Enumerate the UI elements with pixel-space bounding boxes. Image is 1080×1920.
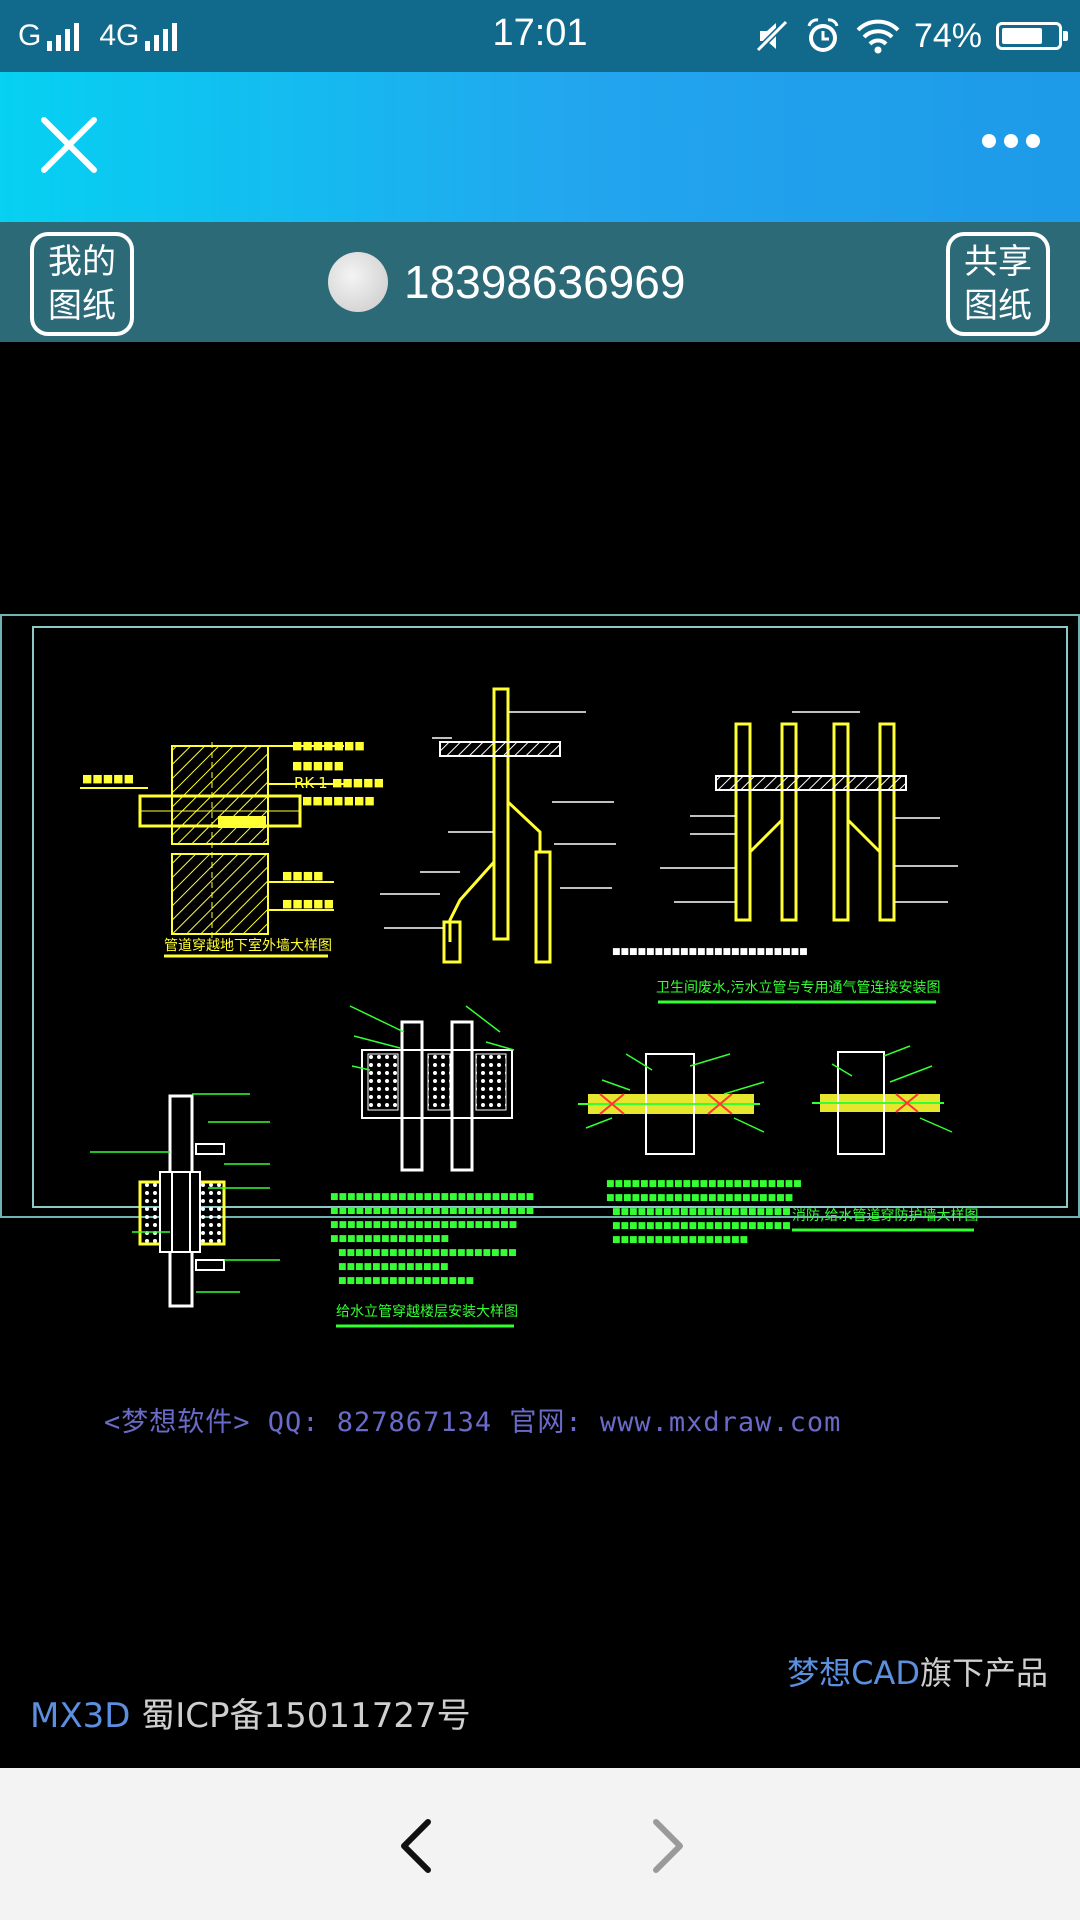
title-wall-detail: 管道穿越地下室外墙大样图 — [164, 937, 332, 954]
svg-text:RK-1: RK-1 — [294, 774, 328, 792]
shared-drawings-button[interactable]: 共享 图纸 — [946, 232, 1050, 336]
svg-text:■■■■■: ■■■■■ — [332, 776, 384, 789]
shared-drawings-label-line1: 共享 — [964, 242, 1032, 282]
drawing-watermark: <梦想软件> QQ: 827867134 官网: www.mxdraw.com — [104, 1407, 842, 1438]
detail-wall-penetration: ■■■■■■■ ■■■■■ RK-1 ■■■■■ ■■■■■■■ ■■■■■ ■… — [80, 739, 384, 958]
icp-number: 蜀ICP备15011727号 — [130, 1696, 471, 1736]
user-bar: 我的 图纸 18398636969 共享 图纸 — [0, 222, 1080, 342]
mute-icon — [755, 19, 789, 53]
svg-text:■■■■■■■: ■■■■■■■ — [302, 794, 375, 807]
battery-icon — [996, 22, 1068, 50]
svg-text:■■■■: ■■■■ — [282, 869, 324, 882]
svg-text:■■■■■■■■■■■■■■■■■■■■■■: ■■■■■■■■■■■■■■■■■■■■■■ — [330, 1220, 517, 1230]
svg-text:■■■■■■■■■■■■■■■■■■■■■■■■: ■■■■■■■■■■■■■■■■■■■■■■■■ — [330, 1206, 534, 1216]
detail-left-riser — [90, 1093, 280, 1308]
network-indicators: G 4G — [18, 14, 191, 58]
detail-floor-riser: ■■■■■■■■■■■■■■■■■■■■■■■■ ■■■■■■■■■■■■■■■… — [330, 1005, 534, 1328]
bottom-nav — [0, 1768, 1080, 1920]
brand-suffix: 旗下产品 — [919, 1654, 1048, 1692]
user-info: 18398636969 — [328, 252, 685, 312]
close-icon[interactable] — [36, 112, 102, 178]
alarm-icon — [807, 18, 839, 52]
cad-drawing: ■■■■■■■ ■■■■■ RK-1 ■■■■■ ■■■■■■■ ■■■■■ ■… — [80, 687, 978, 1328]
detail-single-stack — [380, 687, 616, 964]
svg-text:■■■■■■■■■■■■■■■■■■■■■■: ■■■■■■■■■■■■■■■■■■■■■■ — [606, 1193, 793, 1203]
drawing-frame-outer — [0, 614, 1080, 1218]
chevron-right-icon[interactable] — [648, 1818, 688, 1874]
svg-text:■■■■■■■: ■■■■■■■ — [292, 739, 365, 752]
drawing-frame-inner — [32, 626, 1068, 1208]
cad-viewer[interactable]: ■■■■■■■ ■■■■■ RK-1 ■■■■■ ■■■■■■■ ■■■■■ ■… — [0, 342, 1080, 1768]
my-drawings-label-line2: 图纸 — [48, 286, 116, 326]
battery-percent: 74% — [913, 16, 982, 55]
svg-text:■■■■■■■■■■■■■■■■■■■■■■■■: ■■■■■■■■■■■■■■■■■■■■■■■■ — [330, 1192, 534, 1202]
mx3d-link[interactable]: MX3D — [30, 1696, 131, 1736]
brand-name[interactable]: 梦想CAD — [787, 1654, 920, 1692]
signal-icon — [145, 21, 178, 51]
svg-text:■■■■■■■■■■■■■: ■■■■■■■■■■■■■ — [338, 1262, 449, 1272]
svg-text:■■■■■■■■■■■■■■■■■■■■■: ■■■■■■■■■■■■■■■■■■■■■ — [338, 1248, 517, 1258]
svg-text:■■■■■■■■■■■■■■■■■■■■■■■: ■■■■■■■■■■■■■■■■■■■■■■■ — [612, 947, 808, 957]
status-icons: 74% — [754, 14, 1068, 58]
more-icon[interactable] — [982, 134, 1040, 148]
title-stack-detail: 卫生间废水,污水立管与专用通气管连接安装图 — [656, 979, 940, 996]
svg-text:■■■■■■■■■■■■■■: ■■■■■■■■■■■■■■ — [330, 1234, 449, 1244]
network-type-g: G — [18, 19, 42, 52]
svg-text:■■■■■: ■■■■■ — [282, 897, 334, 910]
signal-icon — [47, 21, 80, 51]
svg-text:■■■■■■■■■■■■■■■■: ■■■■■■■■■■■■■■■■ — [612, 1235, 748, 1245]
svg-text:■■■■■■■■■■■■■■■■: ■■■■■■■■■■■■■■■■ — [338, 1276, 474, 1286]
footer-icp: MX3D 蜀ICP备15011727号 — [30, 1688, 471, 1737]
svg-text:■■■■■■■■■■■■■■■■■■■■■: ■■■■■■■■■■■■■■■■■■■■■ — [612, 1221, 791, 1231]
avatar[interactable] — [328, 252, 388, 312]
clock: 17:01 — [492, 12, 588, 54]
username: 18398636969 — [404, 256, 686, 308]
status-bar: G 4G 17:01 74% — [0, 0, 1080, 72]
my-drawings-label-line1: 我的 — [48, 242, 116, 282]
title-bar — [0, 72, 1080, 222]
title-floor-detail: 给水立管穿越楼层安装大样图 — [336, 1304, 518, 1320]
battery-fill — [1002, 28, 1042, 44]
detail-horizontal-pipe-1: ■■■■■■■■■■■■■■■■■■■■■■■ ■■■■■■■■■■■■■■■■… — [578, 1053, 802, 1245]
shared-drawings-label-line2: 图纸 — [964, 286, 1032, 326]
svg-text:■■■■■■■■■■■■■■■■■■■■■: ■■■■■■■■■■■■■■■■■■■■■ — [612, 1207, 791, 1217]
title-wall-pipe-detail: 消防,给水管道穿防护墙大样图 — [792, 1208, 978, 1224]
chevron-left-icon[interactable] — [396, 1818, 436, 1874]
svg-text:■■■■■: ■■■■■ — [82, 772, 134, 785]
detail-double-stack: ■■■■■■■■■■■■■■■■■■■■■■■ 卫生间废水,污水立管与专用通气管… — [612, 711, 958, 1004]
footer-brand: 梦想CAD旗下产品 — [787, 1648, 1048, 1694]
svg-text:■■■■■■■■■■■■■■■■■■■■■■■: ■■■■■■■■■■■■■■■■■■■■■■■ — [606, 1179, 802, 1189]
detail-horizontal-pipe-2: 消防,给水管道穿防护墙大样图 — [792, 1045, 978, 1232]
my-drawings-button[interactable]: 我的 图纸 — [30, 232, 134, 336]
svg-text:■■■■■: ■■■■■ — [292, 759, 344, 772]
wifi-icon — [856, 19, 900, 54]
network-type-4g: 4G — [99, 19, 140, 52]
